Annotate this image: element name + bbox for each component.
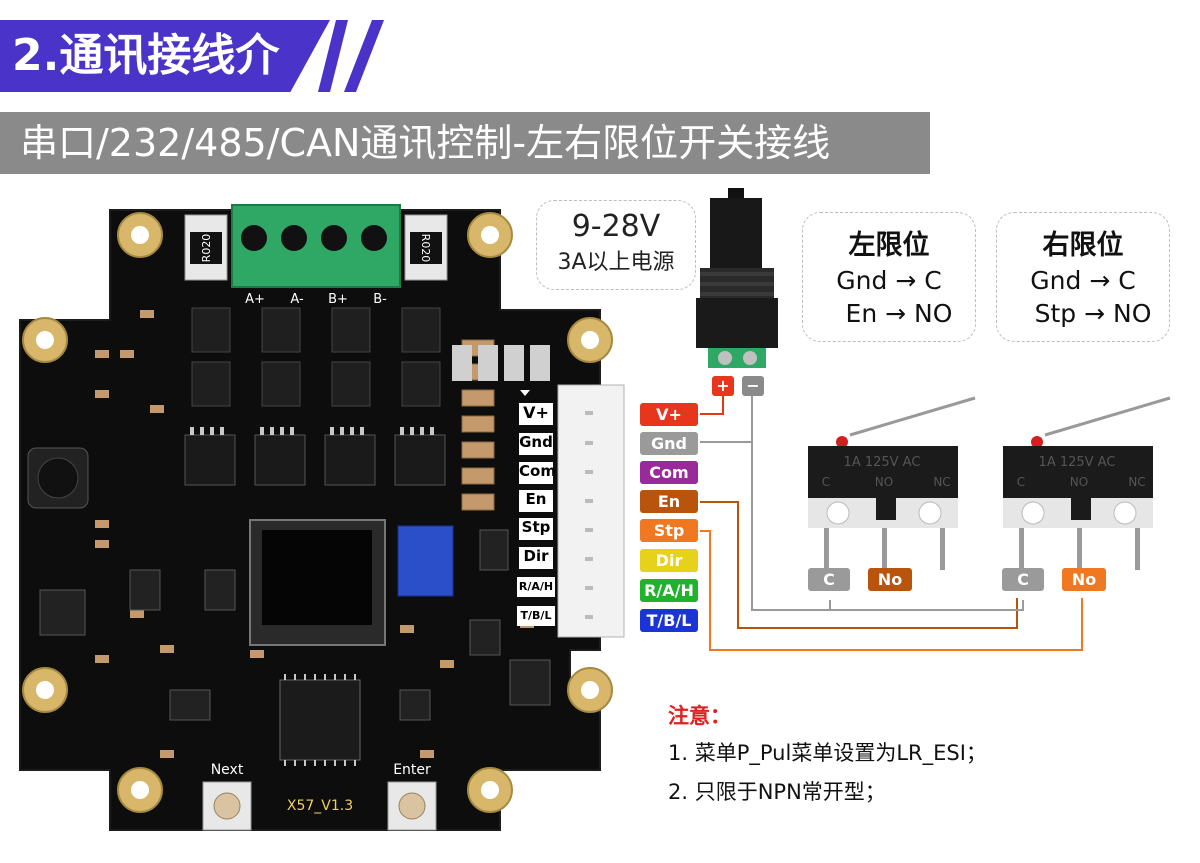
left-limit-box: 左限位 Gnd → C En → NO: [802, 212, 976, 342]
pin-label-com: Com: [519, 462, 556, 484]
title-stripe-decoration-2: [344, 20, 384, 92]
wire-label-rah: R/A/H: [640, 579, 698, 602]
pin-label-dir: Dir: [519, 547, 553, 569]
right-limit-no: NO: [1113, 299, 1152, 328]
svg-text:NC: NC: [1128, 475, 1145, 489]
limit-switch-left: 1A 125V AC C NO NC: [808, 396, 976, 570]
right-limit-stp: Stp: [1034, 299, 1077, 328]
note-item-1: 1. 菜单P_Pul菜单设置为LR_ESI；: [668, 741, 987, 765]
arrow-icon: →: [885, 299, 907, 328]
resistor-label: R020: [200, 234, 213, 263]
wiring-diagram: 1A 125V AC C NO NC 1A 125V AC C NO NC: [696, 188, 1171, 651]
power-plus-marker: +: [712, 376, 734, 396]
terminal-label: B-: [373, 292, 387, 307]
svg-text:1A 125V AC: 1A 125V AC: [844, 455, 921, 470]
right-limit-title: 右限位: [1042, 230, 1124, 261]
svg-text:NO: NO: [1070, 475, 1088, 489]
right-limit-gnd: Gnd: [1030, 266, 1082, 295]
svg-text:C: C: [1017, 475, 1025, 489]
signal-header-connector: [557, 384, 625, 638]
terminal-label: A+: [245, 292, 265, 307]
pin-label-vplus: V+: [519, 403, 553, 425]
note-item-2: 2. 只限于NPN常开型；: [668, 780, 886, 804]
wire-label-stp: Stp: [640, 519, 698, 542]
section-title: 2.通讯接线介绍：: [0, 20, 330, 92]
power-minus-marker: −: [742, 376, 764, 396]
pin-label-en: En: [519, 490, 553, 512]
next-button-label: Next: [211, 762, 244, 778]
svg-text:NC: NC: [933, 475, 950, 489]
wire-label-en: En: [640, 490, 698, 513]
blue-potentiometer: [397, 525, 454, 597]
pin-label-rah: R/A/H: [517, 577, 555, 597]
terminal-label: A-: [290, 292, 304, 307]
wire-label-tbl: T/B/L: [640, 609, 698, 632]
pin-label-gnd: Gnd: [519, 433, 553, 455]
limit-switch-right: 1A 125V AC C NO NC: [1003, 396, 1171, 570]
board-model-label: X57_V1.3: [287, 798, 353, 814]
left-limit-en: En: [845, 299, 878, 328]
left-limit-no: NO: [914, 299, 953, 328]
power-current: 3A以上电源: [557, 250, 675, 275]
switch-left-no-label: No: [868, 568, 912, 591]
wire-label-dir: Dir: [640, 549, 698, 572]
arrow-icon: →: [1084, 299, 1106, 328]
terminal-label: B+: [328, 292, 348, 307]
notes-title: 注意：: [668, 704, 731, 728]
switch-left-c-label: C: [808, 568, 850, 591]
controller-board: A+ A- B+ B- R020 R020: [19, 204, 625, 831]
svg-text:NO: NO: [875, 475, 893, 489]
right-limit-box: 右限位 Gnd → C Stp → NO: [996, 212, 1170, 342]
svg-text:1A 125V AC: 1A 125V AC: [1039, 455, 1116, 470]
switch-right-c-label: C: [1002, 568, 1044, 591]
mcu-chip: [279, 679, 361, 761]
resistor-label: R020: [419, 234, 432, 263]
pin-label-tbl: T/B/L: [517, 606, 555, 626]
left-limit-title: 左限位: [848, 230, 930, 261]
enter-button-label: Enter: [393, 762, 431, 778]
subtitle-banner: 串口/232/485/CAN通讯控制-左右限位开关接线: [0, 112, 930, 174]
right-limit-c: C: [1118, 266, 1136, 295]
arrow-icon: →: [895, 266, 917, 295]
wire-label-vplus: V+: [640, 403, 698, 426]
arrow-icon: →: [1089, 266, 1111, 295]
left-limit-c: C: [924, 266, 942, 295]
left-limit-gnd: Gnd: [836, 266, 888, 295]
wire-label-com: Com: [640, 461, 698, 484]
svg-text:C: C: [822, 475, 830, 489]
wire-label-gnd: Gnd: [640, 432, 698, 455]
dc-power-jack: [696, 188, 778, 368]
power-voltage: 9-28V: [571, 209, 661, 244]
pin-label-stp: Stp: [519, 518, 553, 540]
power-spec-box: 9-28V 3A以上电源: [536, 200, 696, 290]
switch-right-no-label: No: [1062, 568, 1106, 591]
